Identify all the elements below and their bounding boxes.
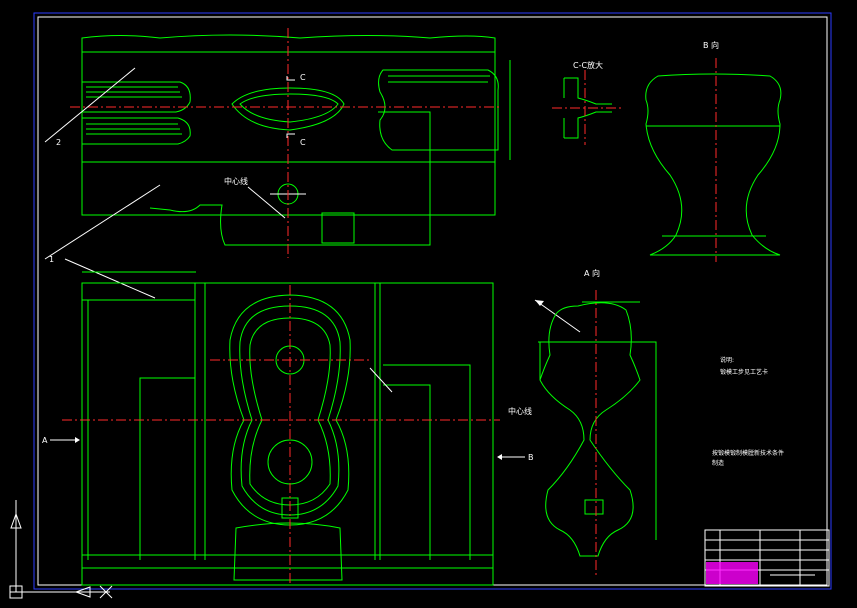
notes-title: 说明: [720,356,734,364]
view-a: A 向 [534,268,657,557]
arrow-b-label: B [528,453,534,462]
svg-text:B 向: B 向 [703,40,719,50]
top-die-view [81,34,511,246]
ucs-icon [9,500,113,599]
front-die-view [81,271,494,586]
notes-line1: 锻模工步见工艺卡 [720,368,768,376]
title-block [704,529,830,587]
inner-border [37,16,828,586]
notes-line2: 按锻模锻制模膛新技术条件 [712,449,784,457]
svg-text:C-C放大: C-C放大 [573,60,603,70]
arrow-a-label: A [42,436,48,445]
leader-label-1: 1 [49,255,54,264]
outer-border [33,12,832,590]
notes-line3: 制造 [712,459,724,467]
center-line-label-mid: 中心线 [508,406,532,416]
section-c-upper: C [300,73,306,82]
cc-enlarged-view: C-C放大 [552,60,622,145]
center-line-label-top: 中心线 [224,176,248,186]
view-b: B 向 [645,40,782,256]
svg-text:A 向: A 向 [584,268,600,278]
leader-label-2: 2 [56,138,61,147]
section-c-lower: C [300,138,306,147]
